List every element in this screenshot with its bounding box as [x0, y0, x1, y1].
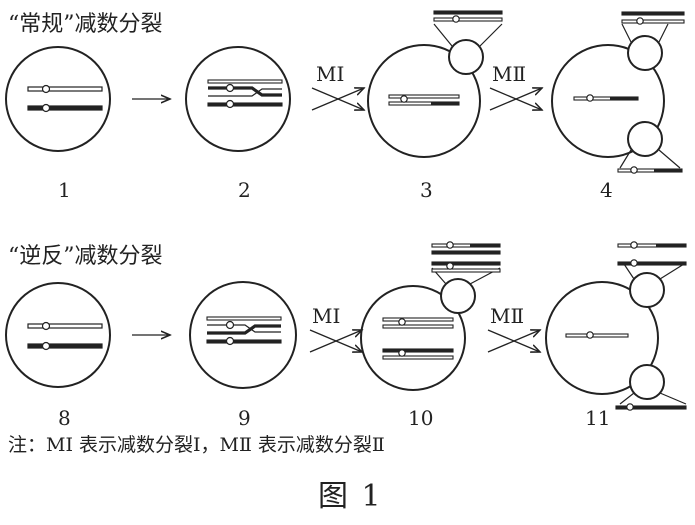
- mii-fork-row1: [490, 88, 542, 110]
- chromosome-white: [28, 87, 102, 91]
- polar-body: [449, 40, 483, 74]
- centromere: [43, 86, 50, 93]
- cell-11: [546, 242, 686, 410]
- chromosome-black: [28, 106, 102, 110]
- cell-9: [190, 282, 296, 388]
- polar-body-bottom: [628, 122, 662, 156]
- mi-fork-row1: [312, 88, 364, 110]
- polar-body-top: [628, 36, 662, 70]
- mi-fork-row2: [310, 330, 362, 352]
- mii-fork-row2: [488, 330, 540, 352]
- cell-1: [6, 47, 110, 151]
- cell-3: [368, 11, 502, 157]
- cell-4: [552, 12, 684, 173]
- cell-10: [361, 242, 500, 390]
- centromere: [43, 105, 50, 112]
- cell-2: [186, 47, 290, 151]
- cell-8: [6, 283, 110, 387]
